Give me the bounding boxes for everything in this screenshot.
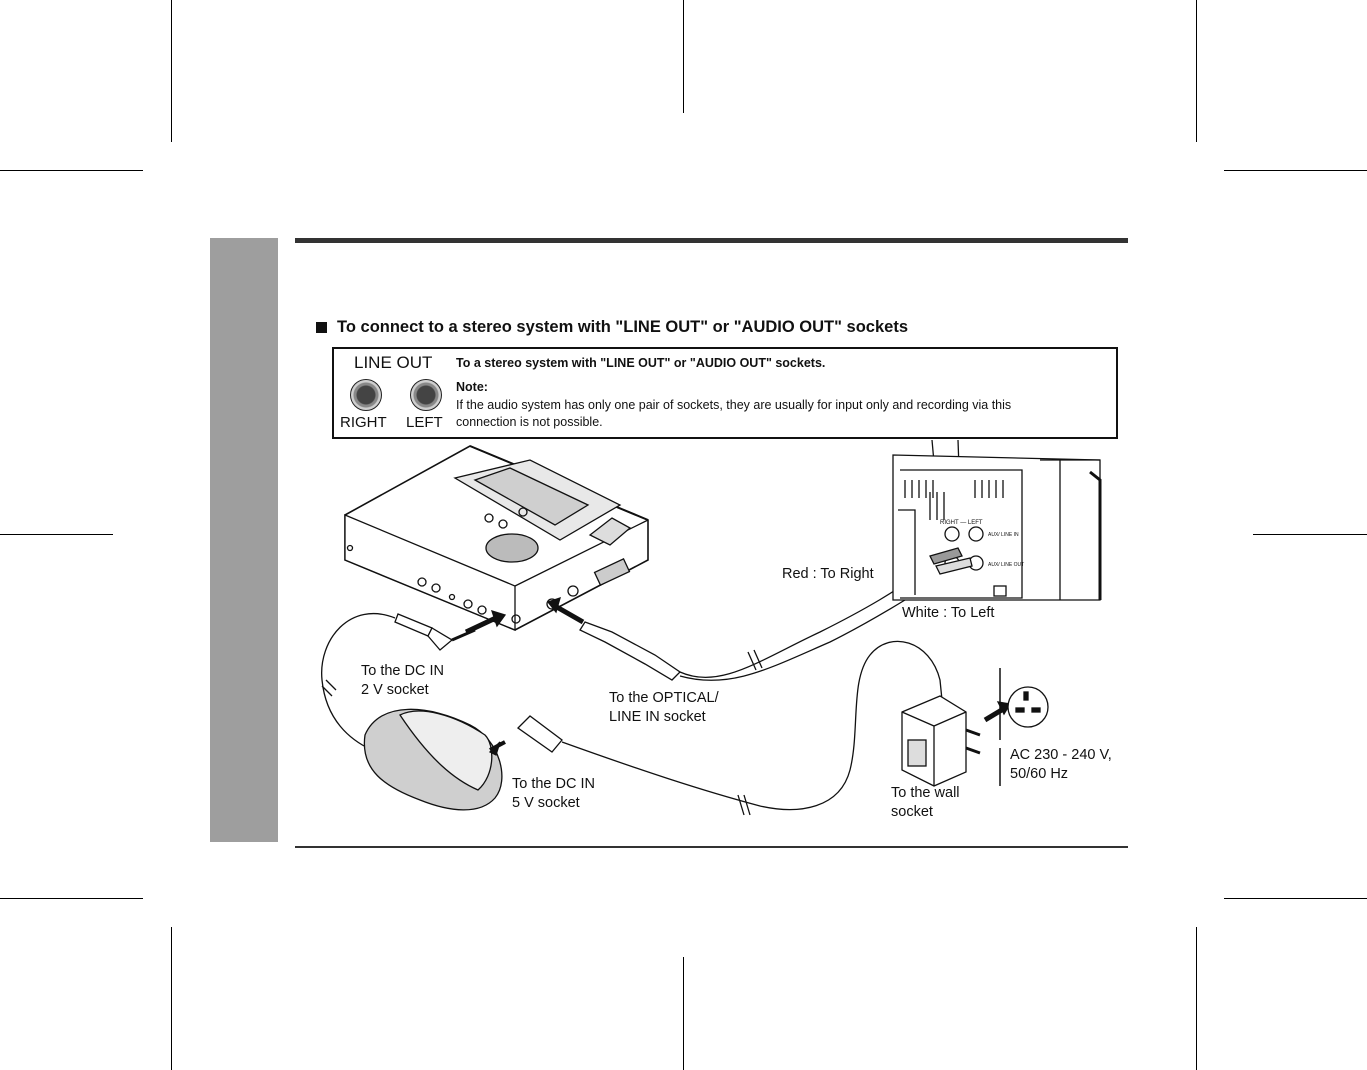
stereo-rear-panel-illustration bbox=[892, 454, 1102, 601]
arrow-icon bbox=[546, 596, 561, 614]
line-out-title: LINE OUT bbox=[354, 353, 433, 372]
wall-socket-icon bbox=[1007, 686, 1049, 728]
md-player-illustration bbox=[344, 445, 649, 631]
crop-mark bbox=[171, 0, 172, 142]
crop-mark bbox=[683, 957, 684, 1070]
section-heading: To connect to a stereo system with "LINE… bbox=[316, 318, 908, 337]
dc-in-2v-label-line1: To the DC IN bbox=[361, 663, 444, 679]
dc-5v-plug bbox=[488, 640, 943, 811]
arrow-icon bbox=[490, 610, 507, 628]
square-bullet-icon bbox=[316, 322, 327, 333]
arrow-icon bbox=[996, 701, 1012, 716]
crop-mark bbox=[0, 898, 143, 899]
dc-in-5v-label-line2: 5 V socket bbox=[512, 795, 580, 811]
panel-aux-line-in-text: AUX/ LINE IN bbox=[988, 532, 1019, 538]
side-tab bbox=[210, 238, 278, 842]
ac-voltage-label-line2: 50/60 Hz bbox=[1010, 766, 1069, 782]
break-mark bbox=[747, 649, 763, 671]
bottom-rule bbox=[295, 846, 1128, 848]
crop-mark bbox=[1196, 927, 1197, 1070]
top-rule bbox=[295, 238, 1128, 243]
left-jack-icon bbox=[410, 379, 442, 411]
ac-adapter-illustration bbox=[901, 695, 981, 787]
wall-socket-label-line2: socket bbox=[891, 804, 933, 820]
note-line-2: connection is not possible. bbox=[456, 415, 603, 429]
red-right-label: Red : To Right bbox=[782, 566, 874, 582]
dc-2v-plug bbox=[321, 612, 476, 751]
crop-mark bbox=[171, 927, 172, 1070]
box-description: To a stereo system with "LINE OUT" or "A… bbox=[456, 356, 826, 370]
heading-text: To connect to a stereo system with "LINE… bbox=[337, 318, 908, 336]
crop-mark bbox=[0, 170, 143, 171]
break-mark bbox=[321, 679, 337, 697]
dc-in-5v-label-line1: To the DC IN bbox=[512, 776, 595, 792]
crop-mark bbox=[0, 534, 113, 535]
ac-voltage-label-line1: AC 230 - 240 V, bbox=[1010, 747, 1112, 763]
panel-aux-line-out-text: AUX/ LINE OUT bbox=[988, 562, 1024, 568]
panel-right-left-text: RIGHT — LEFT bbox=[940, 520, 983, 526]
crop-mark bbox=[1253, 534, 1367, 535]
crop-mark bbox=[683, 0, 684, 113]
crop-mark bbox=[1196, 0, 1197, 142]
wall-socket-label-line1: To the wall bbox=[891, 785, 960, 801]
note-label: Note: bbox=[456, 380, 488, 394]
crop-mark bbox=[1224, 170, 1367, 171]
dc-in-2v-label-line2: 2 V socket bbox=[361, 682, 429, 698]
right-label: RIGHT bbox=[340, 414, 387, 431]
optical-label-line1: To the OPTICAL/ bbox=[609, 690, 719, 706]
break-mark bbox=[737, 794, 751, 816]
line-out-info-box bbox=[332, 347, 1118, 439]
crop-mark bbox=[1224, 898, 1367, 899]
optical-label-line2: LINE IN socket bbox=[609, 709, 706, 725]
white-left-label: White : To Left bbox=[902, 605, 995, 621]
arrow-icon bbox=[553, 603, 585, 625]
left-label: LEFT bbox=[406, 414, 443, 431]
charging-cradle-illustration bbox=[363, 708, 503, 811]
note-line-1: If the audio system has only one pair of… bbox=[456, 398, 1012, 412]
right-jack-icon bbox=[350, 379, 382, 411]
